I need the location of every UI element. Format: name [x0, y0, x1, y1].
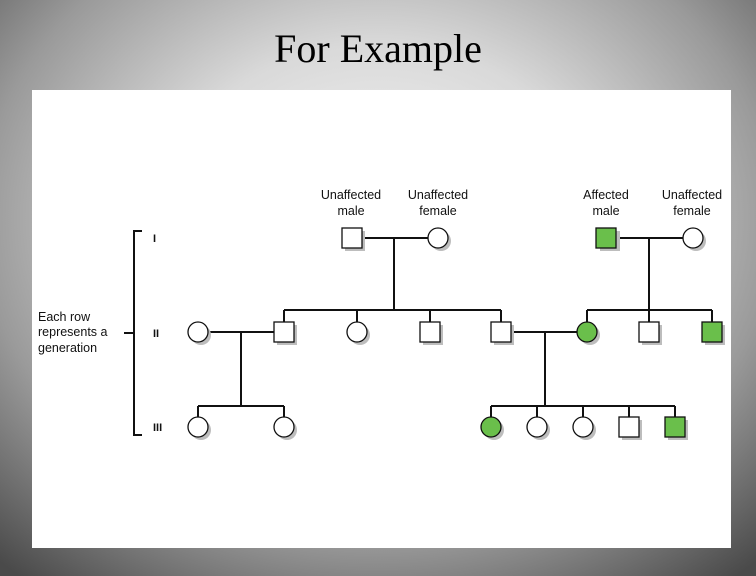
- gen-iii-female-1: [187, 416, 211, 440]
- generation-side-note: Each row represents a generation: [38, 310, 108, 355]
- generation-bracket: [124, 230, 142, 436]
- gen-ii-male-6: [638, 321, 662, 345]
- gen-iii-affected-female: [480, 416, 504, 440]
- generation-label-ii: II: [153, 328, 159, 340]
- gen-i-affected-male: [595, 227, 620, 251]
- gen-iii-female-5: [572, 416, 596, 440]
- svg-text:male: male: [592, 204, 619, 218]
- gen-ii-male-4: [490, 321, 514, 345]
- generation-label-i: I: [153, 233, 156, 245]
- pedigree-lines: [197, 237, 713, 417]
- gen-i-unaffected-male: [341, 227, 365, 251]
- gen-iii-male-6: [618, 416, 642, 440]
- svg-text:female: female: [419, 204, 457, 218]
- gen-iii-female-4: [526, 416, 550, 440]
- gen-ii-female-left-spouse: [187, 321, 211, 345]
- pedigree-chart: Unaffected male Unaffected female Affect…: [38, 188, 725, 440]
- svg-text:Each row: Each row: [38, 310, 91, 324]
- gen-ii-male-1: [273, 321, 297, 345]
- gen-ii-female-2: [346, 321, 370, 345]
- svg-text:Unaffected: Unaffected: [408, 188, 468, 202]
- svg-text:Unaffected: Unaffected: [662, 188, 722, 202]
- svg-text:male: male: [337, 204, 364, 218]
- gen-ii-affected-male: [701, 321, 725, 345]
- gen-ii-affected-female: [576, 321, 600, 345]
- svg-text:Affected: Affected: [583, 188, 629, 202]
- slide-title: For Example: [274, 26, 482, 71]
- label-unaffected-male: Unaffected male: [321, 188, 381, 218]
- gen-i-unaffected-female-1: [427, 227, 451, 251]
- generation-label-iii: III: [153, 422, 162, 434]
- svg-text:generation: generation: [38, 341, 97, 355]
- svg-text:represents a: represents a: [38, 325, 108, 339]
- label-unaffected-female-1: Unaffected female: [408, 188, 468, 218]
- gen-i-unaffected-female-2: [682, 227, 706, 251]
- gen-iii-female-2: [273, 416, 297, 440]
- gen-ii-male-3: [419, 321, 443, 345]
- pedigree-panel: Unaffected male Unaffected female Affect…: [32, 90, 731, 548]
- label-affected-male: Affected male: [583, 188, 629, 218]
- svg-text:female: female: [673, 204, 711, 218]
- svg-text:Unaffected: Unaffected: [321, 188, 381, 202]
- gen-iii-affected-male: [664, 416, 688, 440]
- label-unaffected-female-2: Unaffected female: [662, 188, 722, 218]
